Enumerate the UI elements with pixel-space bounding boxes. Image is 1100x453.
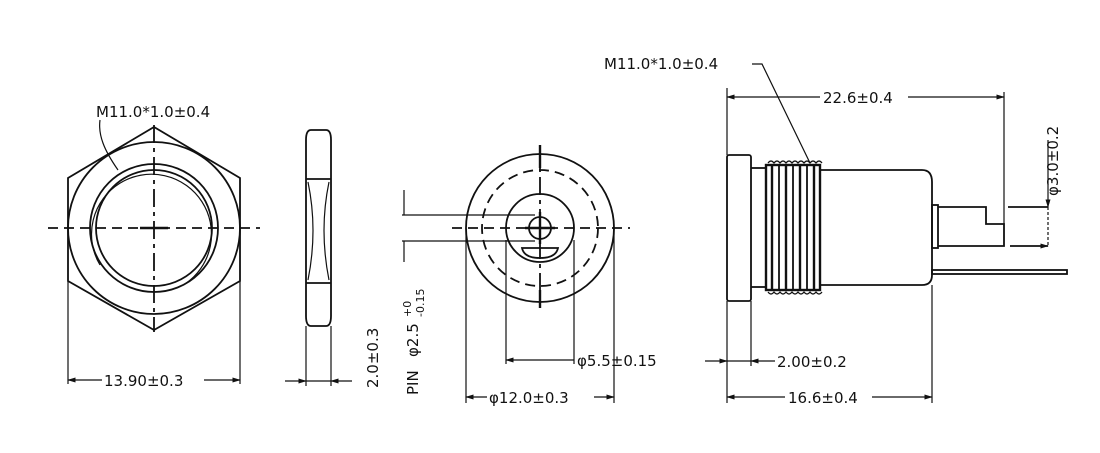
thread-leader	[752, 63, 811, 164]
pin-dia: φ2.5	[404, 323, 422, 357]
hex-width-label: 13.90±0.3	[104, 372, 183, 390]
side-thread-label: M11.0*1.0±0.4	[604, 55, 718, 73]
hex-nut-front-view	[48, 119, 260, 384]
jack-body	[820, 169, 933, 286]
tail-dia-label: φ3.0±0.2	[1044, 126, 1062, 196]
pin-diameter-label: PIN φ2.5 +0 -0.15	[401, 289, 427, 395]
nut-side-outline	[305, 129, 332, 327]
length-label: 22.6±0.4	[823, 89, 893, 107]
jack-front-view	[402, 145, 630, 403]
outer-dia-label: φ12.0±0.3	[489, 389, 569, 407]
flange	[726, 154, 752, 302]
hex-thread-label: M11.0*1.0±0.4	[96, 103, 210, 121]
tail-pin	[938, 206, 1005, 247]
thread-leader	[99, 119, 119, 171]
inner-dia-label: φ5.5±0.15	[577, 352, 657, 370]
pin-tol-lower: -0.15	[414, 289, 427, 317]
pin-prefix: PIN	[404, 370, 422, 395]
pin-tol-upper: +0	[401, 301, 414, 317]
jack-side-view	[705, 63, 1068, 403]
nut-thickness-label: 2.0±0.3	[364, 328, 382, 388]
solder-lug	[931, 269, 1068, 275]
thread-inner-arc	[90, 173, 213, 285]
body-length-label: 16.6±0.4	[788, 389, 858, 407]
tail-collar	[931, 204, 939, 249]
hex-nut-side-view	[285, 129, 352, 386]
thread-lines	[767, 160, 823, 295]
flange-label: 2.00±0.2	[777, 353, 847, 371]
